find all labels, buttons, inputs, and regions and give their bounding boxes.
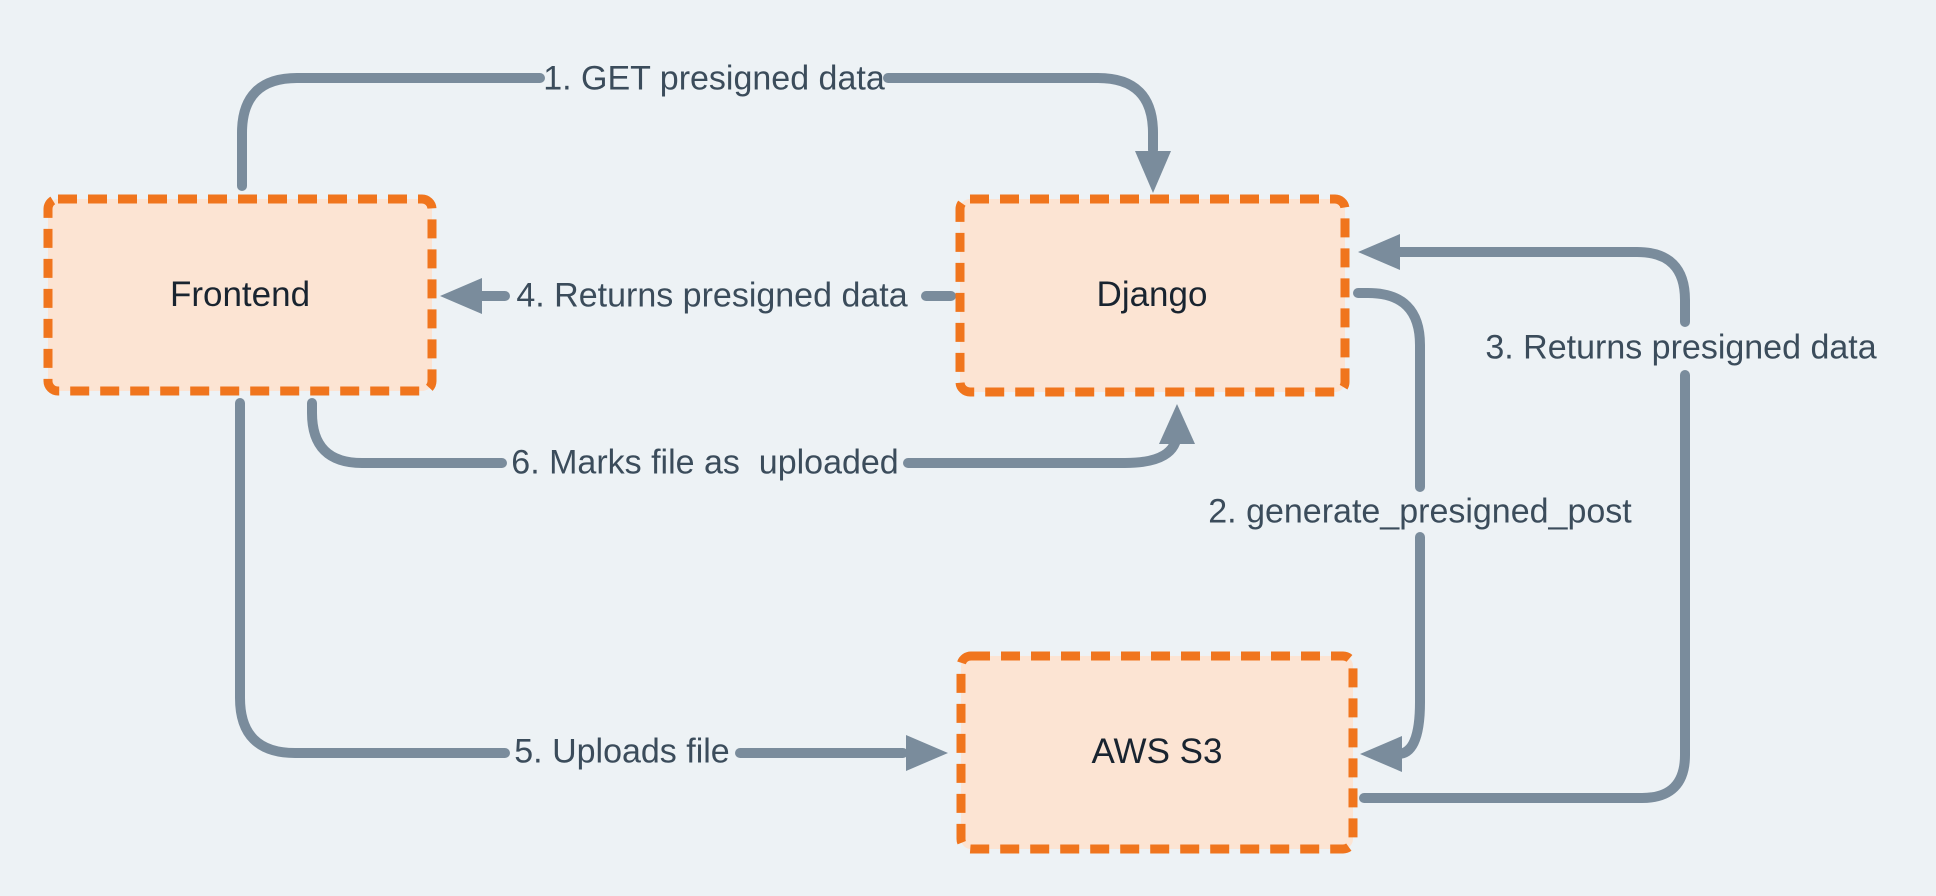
edge-6-line-right: [903, 427, 1182, 468]
edge-1-line-right: [883, 73, 1158, 155]
edge-5-arrowhead-right-icon: [906, 735, 948, 771]
edge-4-label: 4. Returns presigned data: [516, 276, 908, 315]
node-aws-s3-box: [956, 651, 1358, 854]
edge-2-line-bottom: [1393, 532, 1425, 759]
node-aws-s3-label: AWS S3: [1091, 732, 1223, 771]
edge-4-arrowhead-left-icon: [440, 278, 482, 314]
edge-1-line-left: [237, 73, 545, 191]
node-django-label: Django: [1096, 275, 1208, 314]
node-frontend-box: [43, 194, 437, 396]
node-django-box: [955, 194, 1350, 397]
edge-6-line-left: [307, 398, 507, 468]
edge-2-label: 2. generate_presigned_post: [1208, 492, 1632, 531]
edge-3-label: 3. Returns presigned data: [1485, 328, 1877, 367]
edge-6-arrowhead-up-icon: [1159, 404, 1195, 444]
edge-2-arrowhead-left-icon: [1360, 736, 1402, 772]
edge-6-label: 6. Marks file as uploaded: [511, 443, 899, 482]
edge-3-line-top: [1395, 247, 1690, 327]
edge-5-line-left: [235, 398, 510, 758]
edge-5-label: 5. Uploads file: [514, 732, 730, 771]
edge-3-line-bottom: [1359, 370, 1690, 803]
edge-2-line-top: [1353, 288, 1425, 492]
edge-3-arrowhead-left-icon: [1358, 234, 1400, 270]
node-frontend-label: Frontend: [169, 275, 311, 314]
edge-1-label: 1. GET presigned data: [543, 59, 885, 98]
edge-1-arrowhead-down-icon: [1135, 151, 1171, 193]
